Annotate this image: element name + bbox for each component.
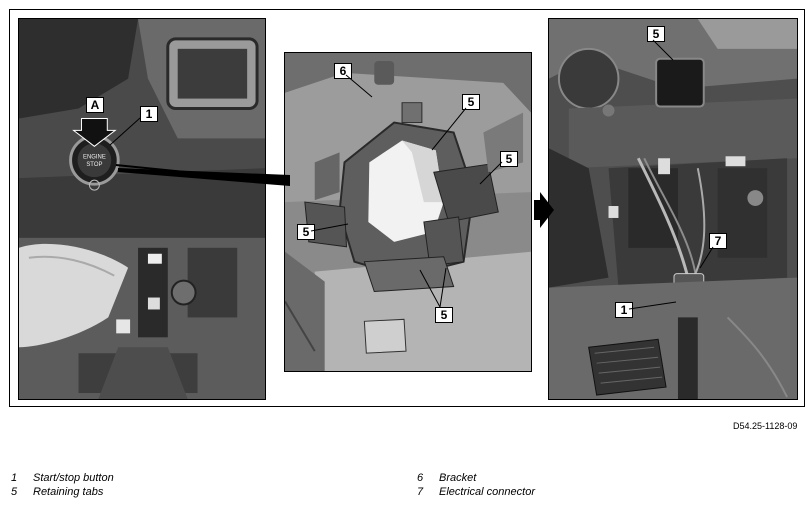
legend-num: 5 [11,486,18,498]
legend-right: 6 Bracket 7 Electrical connector [417,472,717,504]
callout-5-top: 5 [462,94,480,110]
photo-electrical-connector [548,18,798,400]
callout-5-bottom: 5 [435,307,453,323]
photo-start-stop-button: ENGINE STOP [18,18,266,400]
callout-5-left: 5 [297,224,315,240]
legend-left: 1 Start/stop button 5 Retaining tabs [11,472,311,504]
legend-text: Start/stop button [33,472,114,484]
stop-label: STOP [86,162,102,168]
legend-num: 1 [11,472,18,484]
callout-1-right: 1 [615,302,633,318]
legend-text: Bracket [439,472,477,484]
figure-reference: D54.25-1128-09 [733,421,798,431]
photo-bracket-tabs [284,52,532,372]
callout-7: 7 [709,233,727,249]
legend-text: Retaining tabs [33,486,104,498]
callout-5-right: 5 [500,151,518,167]
legend-num: 7 [417,486,424,498]
callout-6: 6 [334,63,352,79]
callout-1-left: 1 [140,106,158,122]
legend-text: Electrical connector [439,486,535,498]
legend-num: 6 [417,472,424,484]
callout-5-right-photo: 5 [647,26,665,42]
callout-A: A [86,97,104,113]
engine-label: ENGINE [83,154,106,160]
